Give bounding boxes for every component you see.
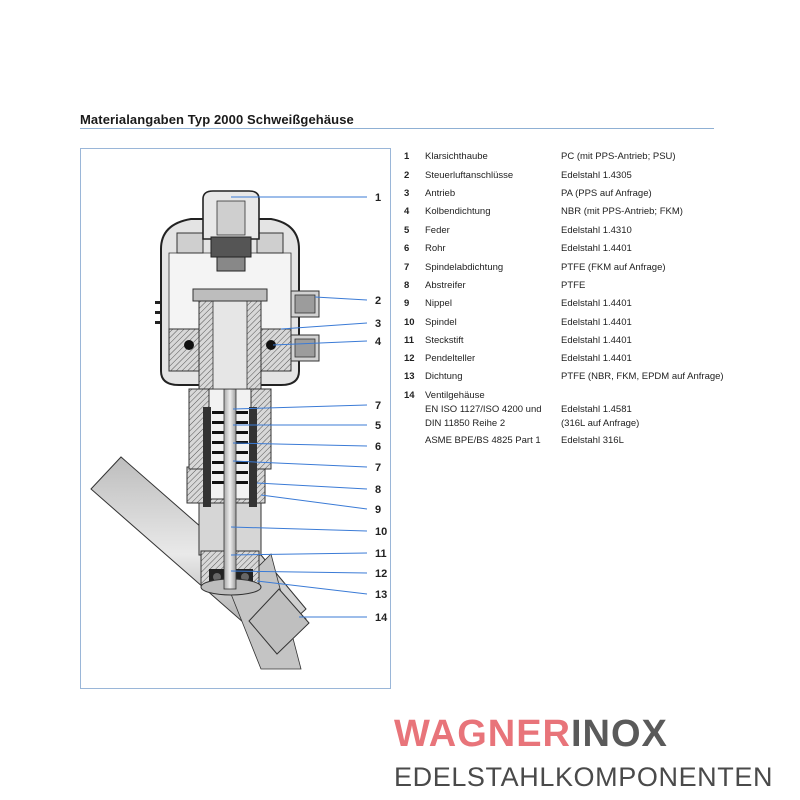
part-material: Edelstahl 316L [561, 435, 624, 446]
part-name: Spindel [425, 317, 457, 328]
part-number: 2 [404, 170, 410, 181]
part-number: 4 [404, 206, 410, 217]
part-number: 13 [404, 371, 415, 382]
part-number: 5 [404, 225, 410, 236]
part-number: 1 [404, 151, 410, 162]
part-material: Edelstahl 1.4581 [561, 404, 632, 415]
callout-6: 6 [375, 441, 381, 453]
part-name: Steckstift [425, 335, 464, 346]
part-row: 8 Abstreifer PTFE [404, 280, 794, 294]
part-material: Edelstahl 1.4401 [561, 243, 632, 254]
part-material: Edelstahl 1.4305 [561, 170, 632, 181]
part-number: 10 [404, 317, 415, 328]
callout-11: 11 [375, 548, 387, 560]
part-row: 3 Antrieb PA (PPS auf Anfrage) [404, 188, 794, 202]
side-markings [155, 301, 161, 324]
part-name: Nippel [425, 298, 452, 309]
part-number: 7 [404, 262, 410, 273]
callout-10: 10 [375, 526, 387, 538]
part-material: (316L auf Anfrage) [561, 418, 640, 429]
part-name: Ventilgehäuse [425, 390, 485, 401]
callout-5: 5 [375, 420, 381, 432]
title-underline [80, 128, 714, 129]
part-material: Edelstahl 1.4401 [561, 335, 632, 346]
part-row: 11 Steckstift Edelstahl 1.4401 [404, 335, 794, 349]
callout-13: 13 [375, 589, 387, 601]
valve-cross-section-drawing: 1 2 3 4 7 5 6 7 8 9 10 11 12 13 14 [80, 148, 391, 689]
logo-subtitle: EDELSTAHLKOMPONENTEN [394, 762, 774, 792]
callout-2: 2 [375, 295, 381, 307]
callout-8: 8 [375, 484, 381, 496]
part-material: Edelstahl 1.4310 [561, 225, 632, 236]
part-row: 13 Dichtung PTFE (NBR, FKM, EPDM auf Anf… [404, 371, 794, 385]
part-name: Klarsichthaube [425, 151, 488, 162]
part-row: 14 Ventilgehäuse [404, 390, 794, 404]
part-name: Antrieb [425, 188, 456, 199]
part-row: 9 Nippel Edelstahl 1.4401 [404, 298, 794, 312]
part-name: Pendelteller [425, 353, 476, 364]
callout-3: 3 [375, 318, 381, 330]
part-row: DIN 11850 Reihe 2 (316L auf Anfrage) [404, 418, 794, 432]
part-material: NBR (mit PPS-Antrieb; FKM) [561, 206, 683, 217]
actuator-housing [160, 218, 300, 390]
part-name: Rohr [425, 243, 446, 254]
part-material: Edelstahl 1.4401 [561, 353, 632, 364]
callout-numbers: 1 2 3 4 7 5 6 7 8 9 10 11 12 13 14 [375, 192, 388, 624]
part-number: 14 [404, 390, 415, 401]
part-row: EN ISO 1127/ISO 4200 und Edelstahl 1.458… [404, 404, 794, 418]
part-name: Abstreifer [425, 280, 466, 291]
air-connections [290, 290, 320, 362]
part-name: Steuerluftanschlüsse [425, 170, 514, 181]
part-row: 2 Steuerluftanschlüsse Edelstahl 1.4305 [404, 170, 794, 184]
part-row: 6 Rohr Edelstahl 1.4401 [404, 243, 794, 257]
wagnerinox-logo: WAGNERINOX EDELSTAHLKOMPONENTEN [394, 712, 786, 794]
part-material: Edelstahl 1.4401 [561, 317, 632, 328]
callout-7b: 7 [375, 462, 381, 474]
callout-12: 12 [375, 568, 387, 580]
part-number: 3 [404, 188, 410, 199]
logo-wordmark: WAGNERINOX [394, 712, 786, 756]
part-row: 12 Pendelteller Edelstahl 1.4401 [404, 353, 794, 367]
part-row: 5 Feder Edelstahl 1.4310 [404, 225, 794, 239]
part-number: 12 [404, 353, 415, 364]
part-name: ASME BPE/BS 4825 Part 1 [425, 435, 541, 446]
part-material: PTFE (NBR, FKM, EPDM auf Anfrage) [561, 371, 724, 382]
logo-inox-text: INOX [571, 713, 668, 755]
part-material: PTFE [561, 280, 586, 291]
part-name: EN ISO 1127/ISO 4200 und [425, 404, 542, 415]
part-number: 6 [404, 243, 410, 254]
part-material: PC (mit PPS-Antrieb; PSU) [561, 151, 676, 162]
spring-tube [188, 258, 272, 590]
logo-wagner-text: WAGNER [394, 713, 571, 755]
callout-4: 4 [375, 336, 382, 348]
part-row: 10 Spindel Edelstahl 1.4401 [404, 317, 794, 331]
valve-drawing-svg: 1 2 3 4 7 5 6 7 8 9 10 11 12 13 14 [90, 190, 388, 670]
part-name: Kolbendichtung [425, 206, 491, 217]
section-title: Materialangaben Typ 2000 Schweißgehäuse [80, 112, 354, 127]
part-material: PTFE (FKM auf Anfrage) [561, 262, 666, 273]
part-name: Dichtung [425, 371, 463, 382]
callout-14: 14 [375, 612, 388, 624]
part-row: ASME BPE/BS 4825 Part 1 Edelstahl 316L [404, 435, 794, 449]
part-name: Feder [425, 225, 450, 236]
callout-1: 1 [375, 192, 381, 204]
part-number: 9 [404, 298, 410, 309]
part-material: Edelstahl 1.4401 [561, 298, 632, 309]
part-name: Spindelabdichtung [425, 262, 504, 273]
part-number: 11 [404, 335, 415, 346]
callout-7a: 7 [375, 400, 381, 412]
clear-cap [202, 190, 260, 272]
part-number: 8 [404, 280, 410, 291]
part-row: 1 Klarsichthaube PC (mit PPS-Antrieb; PS… [404, 151, 794, 165]
part-row: 4 Kolbendichtung NBR (mit PPS-Antrieb; F… [404, 206, 794, 220]
callout-9: 9 [375, 504, 381, 516]
part-material: PA (PPS auf Anfrage) [561, 188, 652, 199]
callout-lines [230, 196, 368, 618]
part-name: DIN 11850 Reihe 2 [425, 418, 506, 429]
part-row: 7 Spindelabdichtung PTFE (FKM auf Anfrag… [404, 262, 794, 276]
